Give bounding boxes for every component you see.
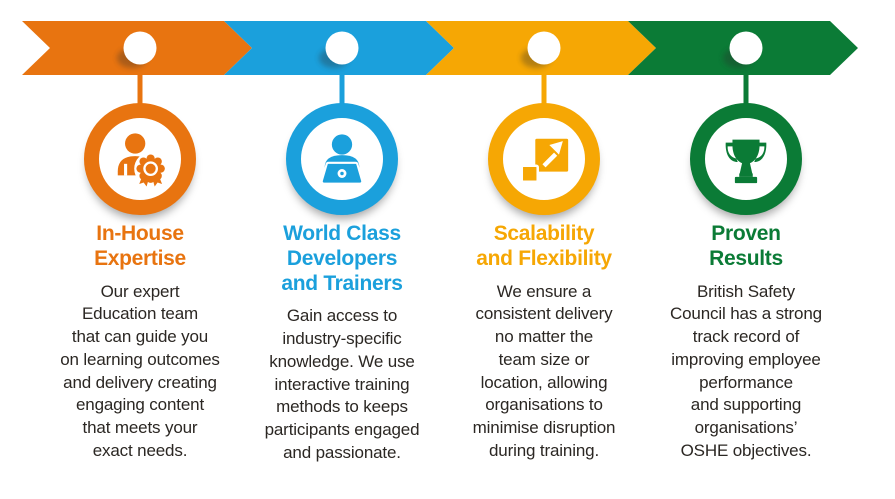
marker-dot xyxy=(527,31,561,65)
medallion-world-class xyxy=(286,103,398,215)
scale-expand-icon xyxy=(520,138,569,183)
marker-dot xyxy=(325,31,359,65)
medallion-proven-results xyxy=(690,103,802,215)
column-scalability: Scalability and Flexibility We ensure a … xyxy=(434,222,654,463)
column-heading: World Class Developers and Trainers xyxy=(281,222,403,295)
column-body: We ensure a consistent delivery no matte… xyxy=(472,281,616,460)
column-body: Gain access to industry-specific knowled… xyxy=(264,306,420,462)
marker-dot xyxy=(729,31,763,65)
column-heading: In-House Expertise xyxy=(94,222,186,270)
person-award-icon xyxy=(117,133,168,187)
trainer-at-laptop-icon xyxy=(320,134,364,185)
column-body: British Safety Council has a strong trac… xyxy=(670,281,822,460)
column-world-class: World Class Developers and Trainers Gain… xyxy=(232,222,452,465)
chevron-banner xyxy=(22,21,858,112)
column-body: Our expert Education team that can guide… xyxy=(60,281,220,460)
marker-dot xyxy=(123,31,157,65)
medallion-scalability xyxy=(488,103,600,215)
trophy-icon xyxy=(725,139,767,184)
column-heading: Scalability and Flexibility xyxy=(476,222,612,270)
column-in-house-expertise: In-House Expertise Our expert Education … xyxy=(30,222,250,463)
column-proven-results: Proven Results British Safety Council ha… xyxy=(636,222,856,463)
column-heading: Proven Results xyxy=(709,222,783,270)
medallion-in-house-expertise xyxy=(84,103,196,215)
